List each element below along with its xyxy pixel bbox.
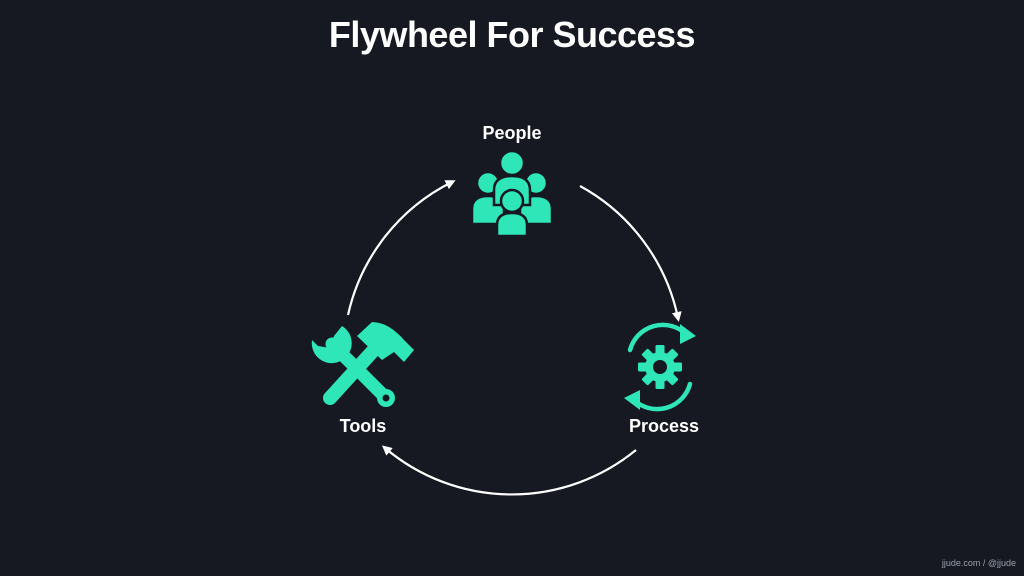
wrench-hammer-icon [311, 322, 414, 407]
arrow-people-to-process [579, 185, 682, 322]
node-label-process: Process [628, 416, 700, 436]
people-group-icon [470, 149, 554, 238]
node-label-tools: Tools [339, 416, 387, 436]
slide-title: Flywheel For Success [328, 14, 696, 55]
arrow-process-to-tools [381, 445, 637, 496]
node-label-people: People [482, 123, 542, 143]
footer-credit: jjude.com / @jjude [941, 558, 1016, 568]
gear-cycle-icon [624, 322, 696, 412]
arrow-tools-to-people [346, 180, 456, 316]
